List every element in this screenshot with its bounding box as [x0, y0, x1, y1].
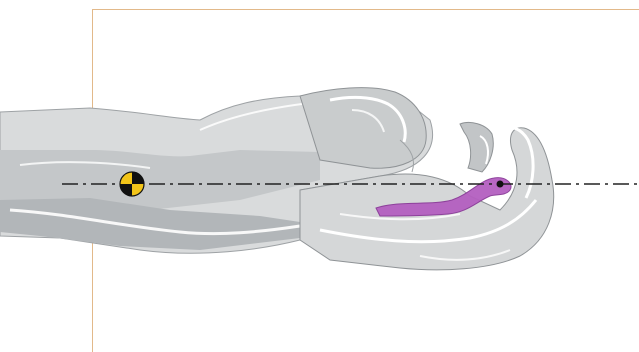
knuckles	[300, 88, 426, 169]
crash-test-target-marker	[120, 172, 144, 196]
axis-endpoint-dot	[497, 181, 504, 188]
